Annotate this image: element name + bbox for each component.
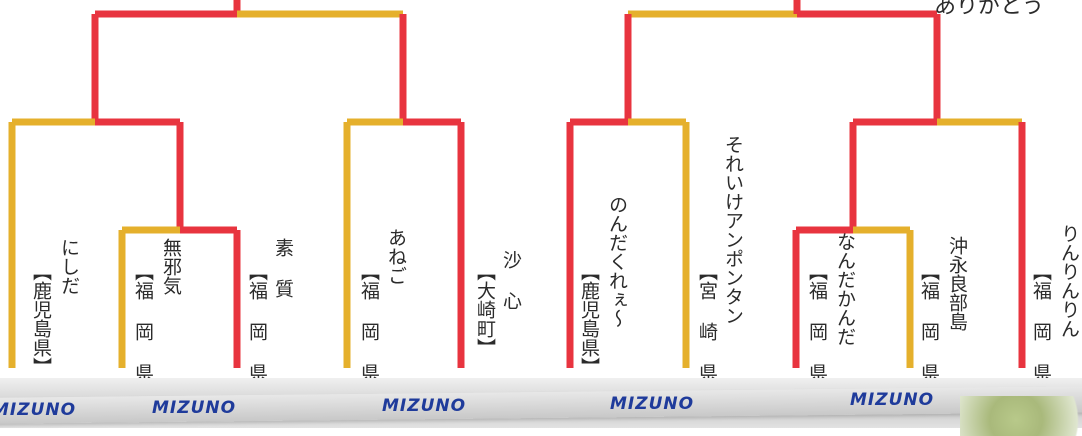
tree-foliage bbox=[960, 396, 1082, 436]
team-name: 無邪気 bbox=[160, 238, 182, 295]
sponsor-logo: MIZUNO bbox=[152, 398, 237, 418]
team-name: あねご bbox=[385, 228, 407, 285]
header-thanks-text: ありがとう bbox=[934, 0, 1045, 19]
team-label-5: 沙 心 bbox=[500, 250, 522, 310]
team-pref-6: 【鹿児島県】 bbox=[578, 262, 600, 376]
team-pref-8: 【福 岡 県】 bbox=[806, 262, 828, 401]
sponsor-logo: MIZUNO bbox=[0, 400, 77, 420]
team-name: 沖永良部島 bbox=[946, 236, 968, 331]
team-label-4: あねご bbox=[385, 228, 407, 285]
team-pref-9: 【福 岡 県】 bbox=[918, 262, 940, 401]
team-label-10: りんりんりん bbox=[1058, 224, 1080, 338]
team-name: のんだくれぇ〜 bbox=[606, 195, 628, 328]
team-pref-1: 【鹿児島県】 bbox=[30, 262, 52, 376]
sponsor-logo: MIZUNO bbox=[850, 390, 935, 410]
team-name: 素 質 bbox=[272, 238, 294, 298]
team-name: それいけアンポンタン bbox=[722, 135, 744, 325]
team-pref-10: 【福 岡 県】 bbox=[1030, 262, 1052, 401]
team-label-9: 沖永良部島 bbox=[946, 236, 968, 331]
sponsor-logo: MIZUNO bbox=[610, 394, 695, 414]
team-label-8: なんだかんだ bbox=[834, 232, 856, 346]
bracket-line-top-left-winner bbox=[95, 0, 241, 18]
team-pref-2: 【福 岡 県】 bbox=[132, 262, 154, 401]
team-pref-4: 【福 岡 県】 bbox=[358, 262, 380, 401]
team-label-3: 素 質 bbox=[272, 238, 294, 298]
team-pref-5: 【大崎町】 bbox=[474, 262, 496, 357]
team-pref-7: 【宮 崎 県】 bbox=[696, 262, 718, 401]
team-name: にしだ bbox=[58, 238, 80, 295]
team-name: 沙 心 bbox=[500, 250, 522, 310]
team-label-6: のんだくれぇ〜 bbox=[606, 195, 628, 328]
team-name: なんだかんだ bbox=[834, 232, 856, 346]
team-pref-3: 【福 岡 県】 bbox=[246, 262, 268, 401]
team-label-2: 無邪気 bbox=[160, 238, 182, 295]
team-name: りんりんりん bbox=[1058, 224, 1080, 338]
team-label-1: にしだ bbox=[58, 238, 80, 295]
sponsor-logo: MIZUNO bbox=[382, 396, 467, 416]
bracket-line-top-right-winner bbox=[793, 0, 937, 18]
team-label-7: それいけアンポンタン bbox=[722, 135, 744, 325]
